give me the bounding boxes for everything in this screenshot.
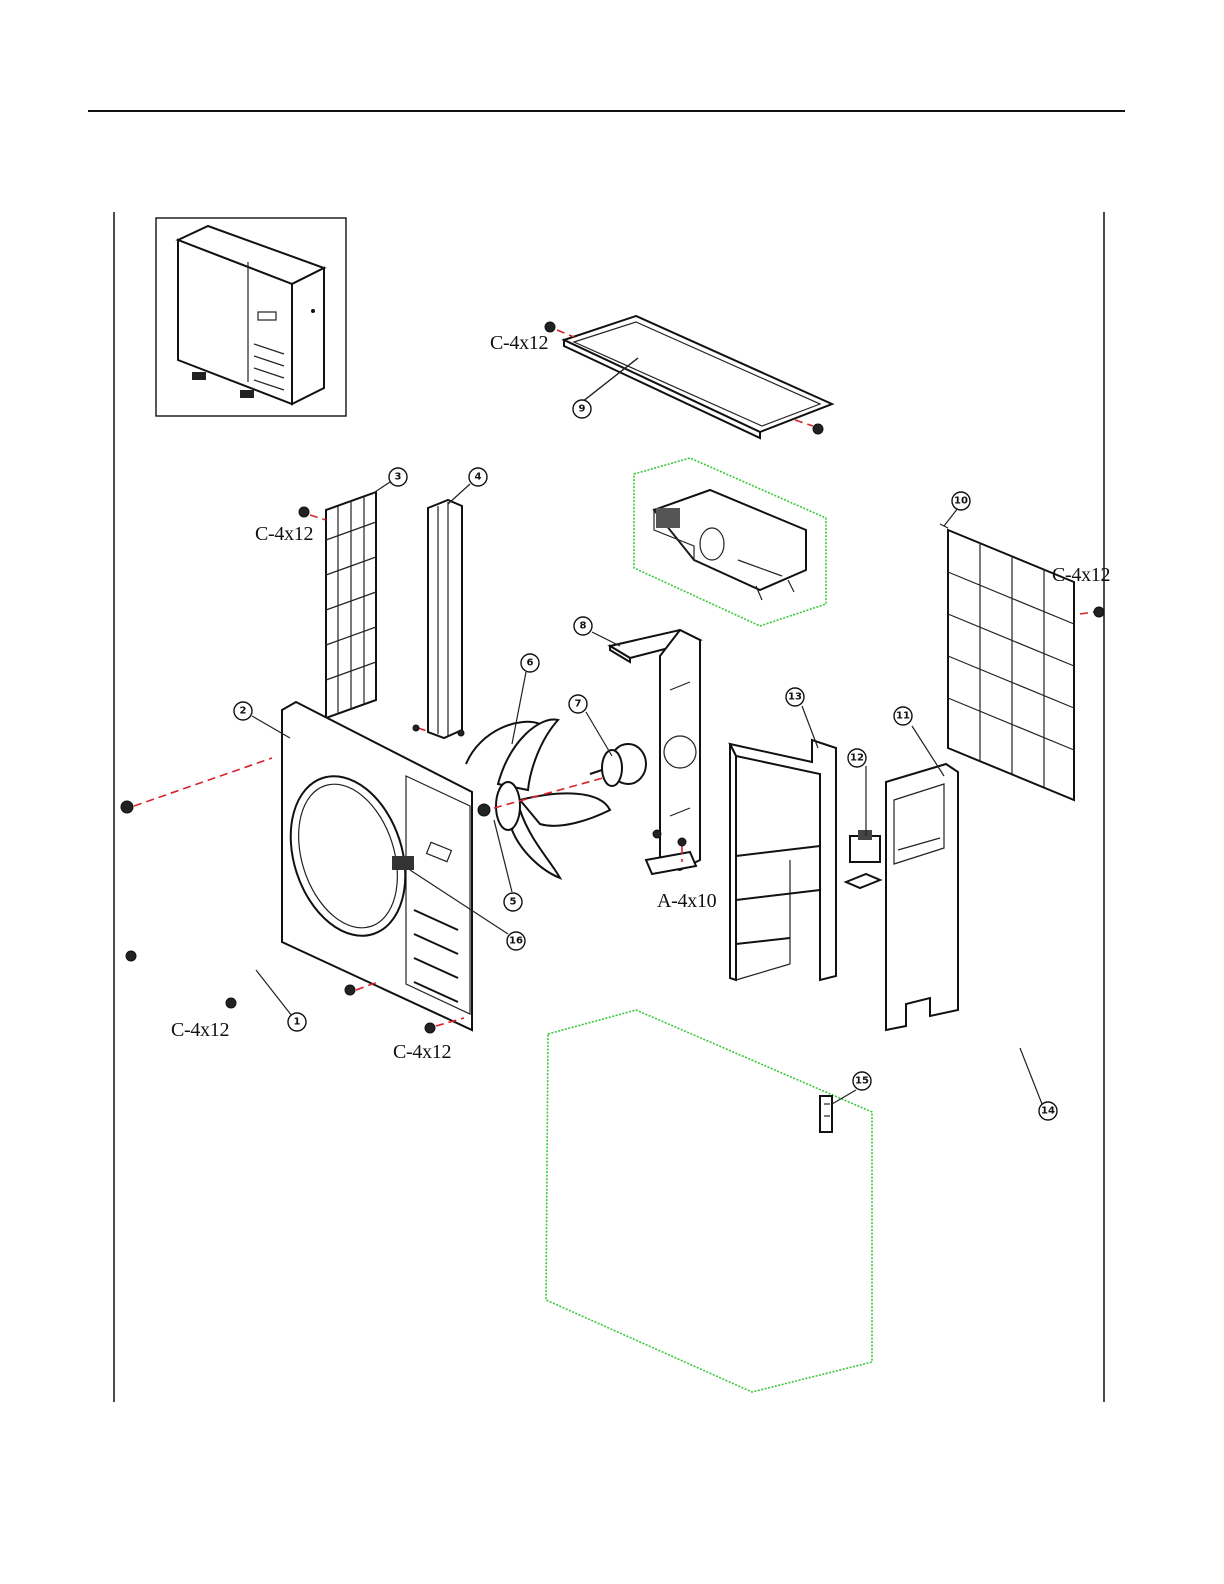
right-side-panel bbox=[886, 764, 958, 1030]
svg-text:11: 11 bbox=[896, 711, 910, 722]
callout-2: 2 bbox=[234, 702, 252, 720]
callout-11: 11 bbox=[894, 707, 912, 725]
svg-text:10: 10 bbox=[954, 496, 968, 507]
svg-text:6: 6 bbox=[527, 658, 534, 669]
callout-3: 3 bbox=[389, 468, 407, 486]
callout-10: 10 bbox=[952, 492, 970, 510]
svg-text:7: 7 bbox=[575, 699, 582, 710]
callout-5: 5 bbox=[504, 893, 522, 911]
svg-text:5: 5 bbox=[510, 897, 517, 908]
svg-text:1: 1 bbox=[294, 1017, 301, 1028]
callout-16: 16 bbox=[507, 932, 525, 950]
svg-text:8: 8 bbox=[580, 621, 587, 632]
callout-13: 13 bbox=[786, 688, 804, 706]
svg-text:12: 12 bbox=[850, 753, 864, 764]
capacitor bbox=[846, 830, 880, 888]
fastener-label-motor-bracket: A-4x10 bbox=[657, 890, 717, 912]
fastener-label-top-cover: C-4x12 bbox=[490, 332, 548, 354]
rear-pillar bbox=[413, 500, 464, 738]
fastener-label-front-bottom: C-4x12 bbox=[393, 1041, 451, 1063]
svg-text:13: 13 bbox=[788, 692, 802, 703]
fastener-label-right-grille: C-4x12 bbox=[1052, 564, 1110, 586]
front-panel bbox=[271, 702, 472, 1030]
svg-text:16: 16 bbox=[509, 936, 523, 947]
callout-7: 7 bbox=[569, 695, 587, 713]
electrical-box-subassembly bbox=[634, 458, 826, 626]
svg-text:4: 4 bbox=[475, 472, 482, 483]
callout-4: 4 bbox=[469, 468, 487, 486]
callout-9: 9 bbox=[573, 400, 591, 418]
top-cover bbox=[545, 316, 832, 438]
callout-6: 6 bbox=[521, 654, 539, 672]
base-pan-subassembly bbox=[546, 1010, 872, 1392]
callout-14: 14 bbox=[1039, 1102, 1057, 1120]
fan-blade bbox=[466, 720, 610, 878]
partition-plate bbox=[730, 740, 836, 980]
svg-text:14: 14 bbox=[1041, 1106, 1055, 1117]
callout-12: 12 bbox=[848, 749, 866, 767]
callout-8: 8 bbox=[574, 617, 592, 635]
callout-15: 15 bbox=[853, 1072, 871, 1090]
svg-text:3: 3 bbox=[395, 472, 402, 483]
svg-text:2: 2 bbox=[240, 706, 247, 717]
assembled-unit-inset bbox=[156, 218, 346, 416]
fastener-label-front-left: C-4x12 bbox=[171, 1019, 229, 1041]
callout-1: 1 bbox=[288, 1013, 306, 1031]
fastener-label-rear-grille: C-4x12 bbox=[255, 523, 313, 545]
svg-text:9: 9 bbox=[579, 404, 586, 415]
svg-text:15: 15 bbox=[855, 1076, 869, 1087]
